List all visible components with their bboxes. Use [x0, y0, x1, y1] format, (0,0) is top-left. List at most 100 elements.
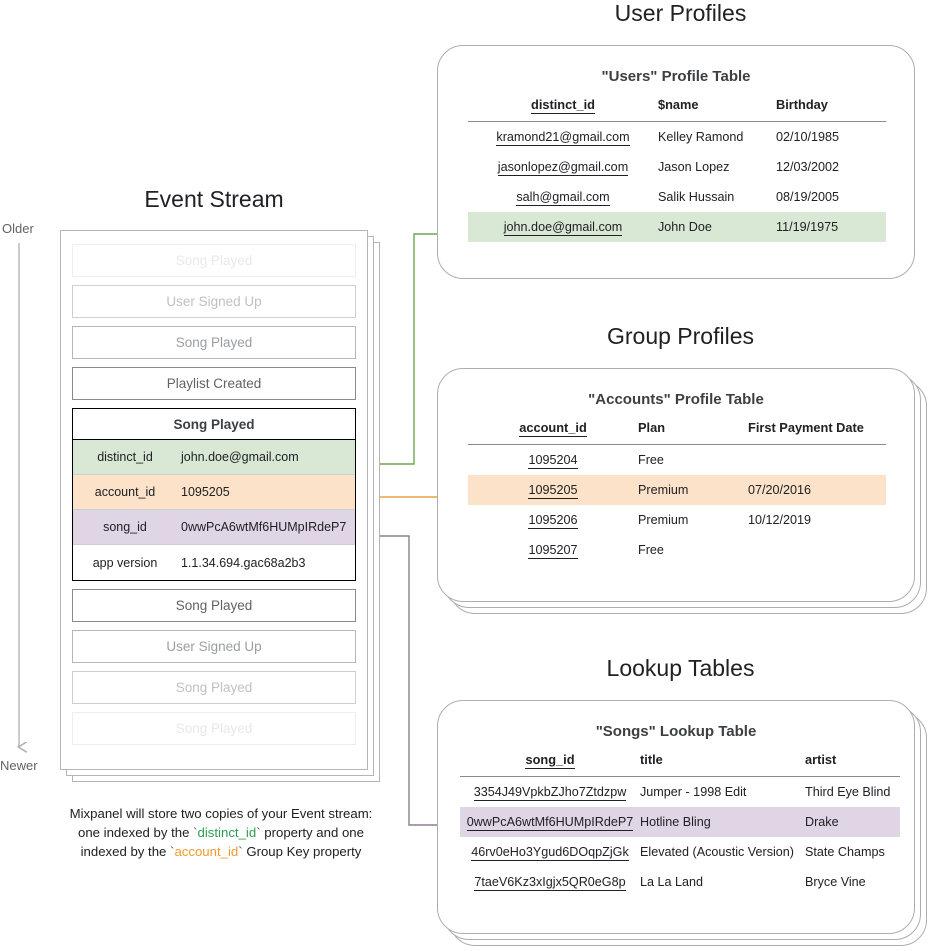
column-header: song_id	[525, 752, 575, 769]
songs-card-stack: "Songs" Lookup Table song_id title artis…	[437, 700, 937, 950]
table-row[interactable]: 1095207 Free	[468, 535, 886, 565]
table-row[interactable]: 1095206 Premium 10/12/2019	[468, 505, 886, 535]
table-row-highlighted[interactable]: john.doe@gmail.com John Doe 11/19/1975	[468, 211, 886, 242]
event-stream-title: Event Stream	[144, 186, 284, 212]
cell-birthday: 11/19/1975	[776, 211, 886, 242]
property-value: 1.1.34.694.gac68a2b3	[181, 555, 306, 570]
cell-name: John Doe	[658, 211, 776, 242]
caption-line-1: Mixpanel will store two copies of your E…	[69, 806, 373, 821]
event-item[interactable]: Song Played	[72, 326, 356, 359]
cell-title: Elevated (Acoustic Version)	[640, 844, 794, 859]
event-label: Playlist Created	[166, 376, 262, 391]
event-item[interactable]: Song Played	[72, 589, 356, 622]
cell-song-id: 3354J49VpkbZJho7Ztdzpw	[473, 784, 627, 801]
caption-line-2: one indexed by the `distinct_id` propert…	[78, 825, 364, 841]
column-header: First Payment Date	[748, 420, 864, 435]
table-row[interactable]: 7taeV6Kz3xIgjx5QR0eG8p La La Land Bryce …	[460, 867, 900, 897]
property-key: app version	[92, 555, 158, 570]
group-profiles-title: Group Profiles	[606, 323, 754, 349]
event-item[interactable]: Playlist Created	[72, 367, 356, 400]
table-row-highlighted[interactable]: 0wwPcA6wtMf6HUMpIRdeP7 Hotline Bling Dra…	[460, 806, 900, 837]
caption-line-3-post: Group Key property	[242, 844, 362, 860]
cell-title: Hotline Bling	[640, 806, 805, 837]
event-label: Song Played	[175, 253, 253, 268]
timeline: Older Newer	[0, 218, 60, 778]
table-row[interactable]: 3354J49VpkbZJho7Ztdzpw Jumper - 1998 Edi…	[460, 777, 900, 807]
cell-song-id: 7taeV6Kz3xIgjx5QR0eG8p	[474, 874, 626, 891]
event-property-row: song_id 0wwPcA6wtMf6HUMpIRdeP7	[73, 510, 355, 545]
cell-artist: State Champs	[805, 844, 885, 859]
users-table-title: "Users" Profile Table	[601, 68, 751, 85]
cell-distinct-id: john.doe@gmail.com	[468, 211, 658, 242]
caption-line-2-pre: one indexed by the	[78, 825, 194, 841]
songs-card: "Songs" Lookup Table song_id title artis…	[437, 700, 915, 934]
cell-birthday: 08/19/2005	[776, 189, 840, 204]
property-key: song_id	[103, 520, 147, 534]
caption-line-2-post: property and one	[260, 825, 364, 841]
table-row[interactable]: salh@gmail.com Salik Hussain 08/19/2005	[468, 182, 886, 212]
event-item[interactable]: Song Played	[72, 244, 356, 277]
event-property-row: app version 1.1.34.694.gac68a2b3	[73, 545, 355, 580]
caption-line-3-pre: indexed by the	[80, 844, 171, 860]
column-header: distinct_id	[531, 97, 595, 114]
property-value: 1095205	[181, 485, 230, 499]
column-header: artist	[805, 752, 837, 767]
users-card-stack: "Users" Profile Table distinct_id $name …	[437, 45, 924, 285]
cell-name: Jason Lopez	[658, 159, 730, 174]
table-row[interactable]: 46rv0eHo3Ygud6DOqpZjGk Elevated (Acousti…	[460, 837, 900, 867]
table-row[interactable]: kramond21@gmail.com Kelley Ramond 02/10/…	[468, 122, 886, 152]
event-item[interactable]: User Signed Up	[72, 630, 356, 663]
event-label: Song Played	[175, 598, 253, 613]
cell-account-id: 1095205	[468, 474, 638, 505]
cell-distinct-id: jasonlopez@gmail.com	[497, 159, 629, 176]
cell-name: Salik Hussain	[658, 189, 735, 204]
accounts-table-title: "Accounts" Profile Table	[588, 391, 764, 408]
cell-artist: Bryce Vine	[805, 874, 866, 889]
cell-first-payment-date: 07/20/2016	[748, 474, 886, 505]
cell-title: La La Land	[640, 874, 704, 889]
selected-event-title: Song Played	[73, 409, 355, 440]
caption-line-3: indexed by the `account_id` Group Key pr…	[80, 844, 362, 860]
event-property-row: account_id 1095205	[73, 475, 355, 510]
cell-plan: Free	[638, 452, 664, 467]
table-row-highlighted[interactable]: 1095205 Premium 07/20/2016	[468, 474, 886, 505]
table-row[interactable]: 1095204 Free	[468, 445, 886, 475]
table-header-row: distinct_id $name Birthday	[468, 89, 886, 122]
event-label: Song Played	[175, 721, 253, 736]
table-row[interactable]: jasonlopez@gmail.com Jason Lopez 12/03/2…	[468, 152, 886, 182]
event-list: Song Played User Signed Up Song Played P…	[60, 230, 368, 770]
cell-name: Kelley Ramond	[658, 129, 744, 144]
event-item[interactable]: Song Played	[72, 712, 356, 745]
property-key: distinct_id	[97, 450, 153, 464]
event-property-row: distinct_id john.doe@gmail.com	[73, 440, 355, 475]
timeline-older-label: Older	[2, 221, 34, 236]
cell-distinct-id: kramond21@gmail.com	[496, 129, 630, 146]
event-item[interactable]: User Signed Up	[72, 285, 356, 318]
cell-artist: Third Eye Blind	[805, 784, 891, 799]
cell-title: Jumper - 1998 Edit	[640, 784, 747, 799]
users-table: distinct_id $name Birthday kramond21@gma…	[468, 89, 886, 242]
cell-distinct-id: salh@gmail.com	[516, 189, 610, 206]
cell-plan: Premium	[638, 512, 689, 527]
user-profiles-title: User Profiles	[614, 0, 747, 26]
cell-account-id: 1095204	[528, 452, 578, 469]
column-header: Plan	[638, 420, 666, 435]
cell-first-payment-date: 10/12/2019	[748, 512, 812, 527]
selected-event-card[interactable]: Song Played distinct_id john.doe@gmail.c…	[72, 408, 356, 581]
event-item[interactable]: Song Played	[72, 671, 356, 704]
cell-account-id: 1095207	[528, 542, 578, 559]
cell-artist: Drake	[805, 806, 900, 837]
caption-token-account-id: account_id	[174, 844, 239, 860]
caption-token-distinct-id: distinct_id	[197, 825, 257, 841]
accounts-card-stack: "Accounts" Profile Table account_id Plan…	[437, 368, 937, 618]
table-header-row: account_id Plan First Payment Date	[468, 412, 886, 445]
cell-birthday: 12/03/2002	[776, 159, 840, 174]
event-label: Song Played	[175, 335, 253, 350]
column-header: title	[640, 752, 663, 767]
event-label: User Signed Up	[166, 639, 262, 654]
column-header: Birthday	[776, 97, 828, 112]
event-label: Song Played	[175, 680, 253, 695]
cell-birthday: 02/10/1985	[776, 129, 840, 144]
songs-table: song_id title artist 3354J49VpkbZJho7Ztd…	[460, 744, 900, 897]
column-header: $name	[658, 97, 699, 112]
